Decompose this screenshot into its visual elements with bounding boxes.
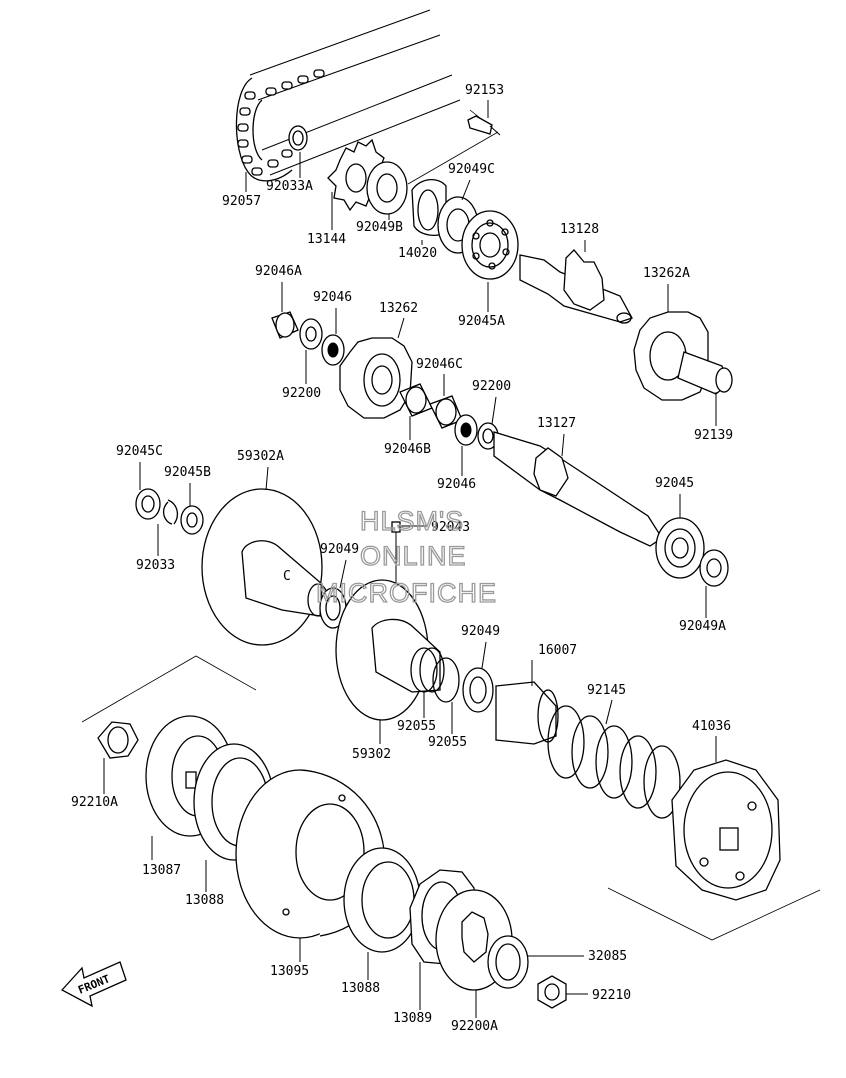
shaft-13128[interactable] [519, 249, 633, 324]
label-92033[interactable]: 92033 [136, 558, 175, 573]
label-92049-b[interactable]: 92049 [461, 624, 500, 639]
watermark-line1: HLSM'S [360, 506, 464, 536]
pulley-59302A[interactable]: C [201, 488, 329, 646]
label-92200A[interactable]: 92200A [451, 1019, 498, 1034]
label-92153[interactable]: 92153 [465, 83, 504, 98]
label-92055-a[interactable]: 92055 [397, 719, 436, 734]
label-92057[interactable]: 92057 [222, 194, 261, 209]
label-92200-b[interactable]: 92200 [472, 379, 511, 394]
label-92045A[interactable]: 92045A [458, 314, 505, 329]
label-92055-b[interactable]: 92055 [428, 735, 467, 750]
assembly-lines [81, 109, 821, 941]
spring-92145[interactable] [547, 705, 681, 819]
nut-92210[interactable] [537, 975, 567, 1009]
label-92049C[interactable]: 92049C [448, 162, 495, 177]
label-59302[interactable]: 59302 [352, 747, 391, 762]
label-92210[interactable]: 92210 [592, 988, 631, 1003]
label-13087[interactable]: 13087 [142, 863, 181, 878]
seal-92055-b[interactable] [432, 657, 460, 703]
label-13262A[interactable]: 13262A [643, 266, 690, 281]
bearing-92045B[interactable] [180, 505, 204, 535]
label-13144[interactable]: 13144 [307, 232, 346, 247]
bearing-92045A[interactable] [461, 210, 519, 280]
washer-92200-a[interactable] [299, 318, 323, 350]
watermark-line3: MICROFICHE [316, 578, 497, 608]
pulley-59302[interactable] [335, 579, 445, 721]
label-92049A[interactable]: 92049A [679, 619, 726, 634]
label-92200-a[interactable]: 92200 [282, 386, 321, 401]
label-92046-a[interactable]: 92046 [313, 290, 352, 305]
gear-13262A[interactable] [633, 311, 733, 401]
seal-92049-b[interactable] [462, 667, 494, 713]
washer-92033A[interactable] [288, 125, 308, 151]
watermark-line2: ONLINE [360, 541, 467, 571]
label-13088-a[interactable]: 13088 [185, 893, 224, 908]
label-92049-a[interactable]: 92049 [320, 542, 359, 557]
label-13088-b[interactable]: 13088 [341, 981, 380, 996]
label-13127[interactable]: 13127 [537, 416, 576, 431]
shaft-13127[interactable] [493, 431, 663, 547]
label-92046A[interactable]: 92046A [255, 264, 302, 279]
label-32085[interactable]: 32085 [588, 949, 627, 964]
needle-bearing-92046A[interactable] [271, 311, 299, 339]
circlip-92033[interactable] [162, 499, 179, 525]
label-92210A[interactable]: 92210A [71, 795, 118, 810]
label-13262[interactable]: 13262 [379, 301, 418, 316]
label-92045C[interactable]: 92045C [116, 444, 163, 459]
label-92049B[interactable]: 92049B [356, 220, 403, 235]
washer-92049B[interactable] [366, 161, 408, 215]
label-92045[interactable]: 92045 [655, 476, 694, 491]
svg-text:C: C [283, 569, 291, 584]
label-13095[interactable]: 13095 [270, 964, 309, 979]
drive-chain-92057[interactable] [235, 9, 461, 182]
label-14020[interactable]: 14020 [398, 246, 437, 261]
watermark: HLSM'S ONLINE MICROFICHE [315, 505, 497, 608]
plate-13088-b[interactable] [343, 847, 421, 953]
washer-92046-b[interactable] [454, 414, 478, 446]
washer-92046-a[interactable] [321, 334, 345, 366]
label-13128[interactable]: 13128 [560, 222, 599, 237]
label-92046C[interactable]: 92046C [416, 357, 463, 372]
label-13089[interactable]: 13089 [393, 1011, 432, 1026]
leader-lines [103, 100, 717, 1018]
bearing-92045C[interactable] [135, 488, 161, 520]
label-59302A[interactable]: 59302A [237, 449, 284, 464]
bearing-92045[interactable] [655, 517, 705, 579]
label-92139[interactable]: 92139 [694, 428, 733, 443]
label-41036[interactable]: 41036 [692, 719, 731, 734]
seal-92049A[interactable] [699, 549, 729, 587]
nut-92210A[interactable] [97, 721, 139, 759]
label-92046B[interactable]: 92046B [384, 442, 431, 457]
gear-13262[interactable] [339, 337, 413, 419]
bolt-92153[interactable] [467, 115, 501, 136]
label-92145[interactable]: 92145 [587, 683, 626, 698]
label-92033A[interactable]: 92033A [266, 179, 313, 194]
label-16007[interactable]: 16007 [538, 643, 577, 658]
label-92046-b[interactable]: 92046 [437, 477, 476, 492]
label-92045B[interactable]: 92045B [164, 465, 211, 480]
collar-32085[interactable] [487, 935, 529, 989]
label-92043[interactable]: 92043 [431, 520, 470, 535]
part-labels: 92153 92033A 92057 92049C 13144 92049B 1… [71, 83, 733, 1034]
clutch-41036[interactable] [671, 759, 781, 901]
front-arrow-icon: FRONT [60, 961, 127, 1008]
